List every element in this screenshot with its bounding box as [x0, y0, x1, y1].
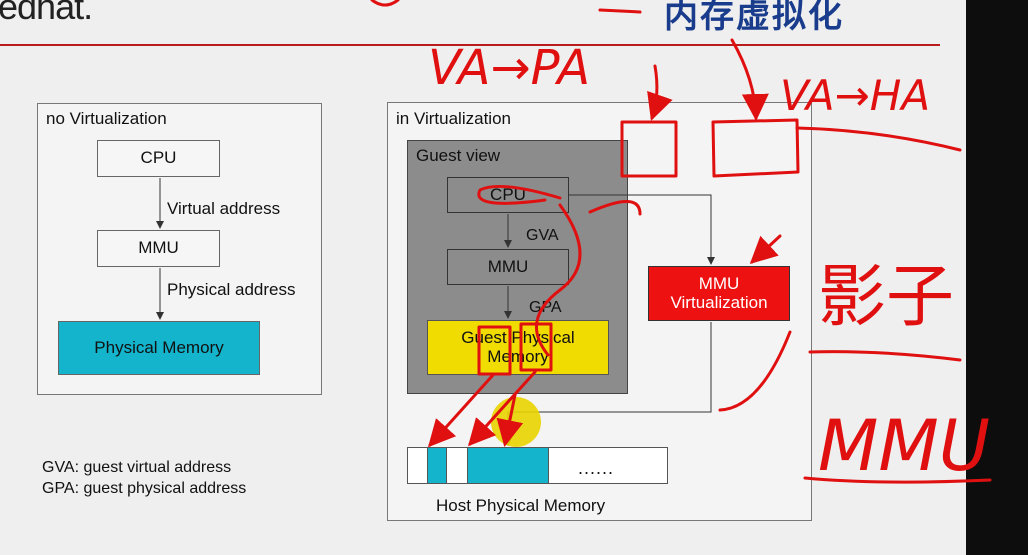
ink-bracket: [718, 330, 792, 412]
virtual-address-label: Virtual address: [167, 199, 281, 218]
ink-line-mid: [808, 350, 962, 362]
ink-text-va-pa: VA→PA: [428, 40, 590, 96]
gva-label: GVA: [526, 227, 559, 244]
ink-to-host-1: [427, 373, 495, 448]
host-memory-block-large: [467, 447, 549, 484]
guest-view-title: Guest view: [416, 146, 501, 165]
ink-line-low: [803, 476, 992, 484]
ink-long-line: [795, 126, 962, 152]
ink-arrow-to-mmu-virtualization: [749, 234, 782, 265]
ink-box-2: [711, 118, 800, 178]
ink-text-mmu: MMU: [818, 405, 990, 487]
ink-arrow-down-2: [730, 38, 769, 121]
right-edge-bar: [966, 0, 1028, 555]
ink-scribble-top: [370, 0, 400, 7]
ink-rewrite-box: [588, 200, 642, 216]
host-memory-block-small: [427, 447, 447, 484]
mmu-virtualization-box: MMU Virtualization: [648, 266, 790, 321]
host-physical-memory-label: Host Physical Memory: [436, 496, 606, 515]
gpa-label: GPA: [529, 299, 562, 316]
ink-text-va-ha: VA→HA: [780, 71, 930, 120]
panel-no-virtualization-title: no Virtualization: [46, 109, 167, 128]
cpu-box: CPU: [97, 140, 220, 177]
ink-cpu-loop: [477, 184, 562, 205]
legend-gpa: GPA: guest physical address: [42, 480, 247, 497]
guest-mmu-box: MMU: [447, 249, 569, 285]
ink-text-shadow: 影子: [818, 258, 954, 337]
ink-gpm-box-1: [477, 325, 512, 376]
ink-box-1: [620, 120, 678, 178]
physical-address-label: Physical address: [167, 280, 296, 299]
ink-stroke-top: [598, 8, 642, 14]
pointer-highlight: [491, 397, 541, 447]
ink-to-host-2: [467, 370, 537, 447]
guest-physical-memory-box: Guest Physical Memory: [427, 320, 609, 375]
title-divider: [0, 44, 940, 46]
legend-gva: GVA: guest virtual address: [42, 459, 232, 476]
brand-logo-text: edhat.: [0, 0, 93, 27]
physical-memory-box: Physical Memory: [58, 321, 260, 375]
host-memory-ellipsis: ......: [578, 458, 615, 478]
ink-to-host-3: [496, 393, 524, 447]
ink-arrow-down-1: [647, 64, 673, 121]
connector-cpu-to-mmu-virtualization: [569, 194, 715, 265]
ink-guest-curve: [534, 203, 582, 357]
mmu-box: MMU: [97, 230, 220, 267]
ink-gpm-box-2: [519, 322, 553, 372]
panel-in-virtualization-title: in Virtualization: [396, 109, 511, 128]
slide-title: 内存虚拟化: [664, 0, 844, 36]
